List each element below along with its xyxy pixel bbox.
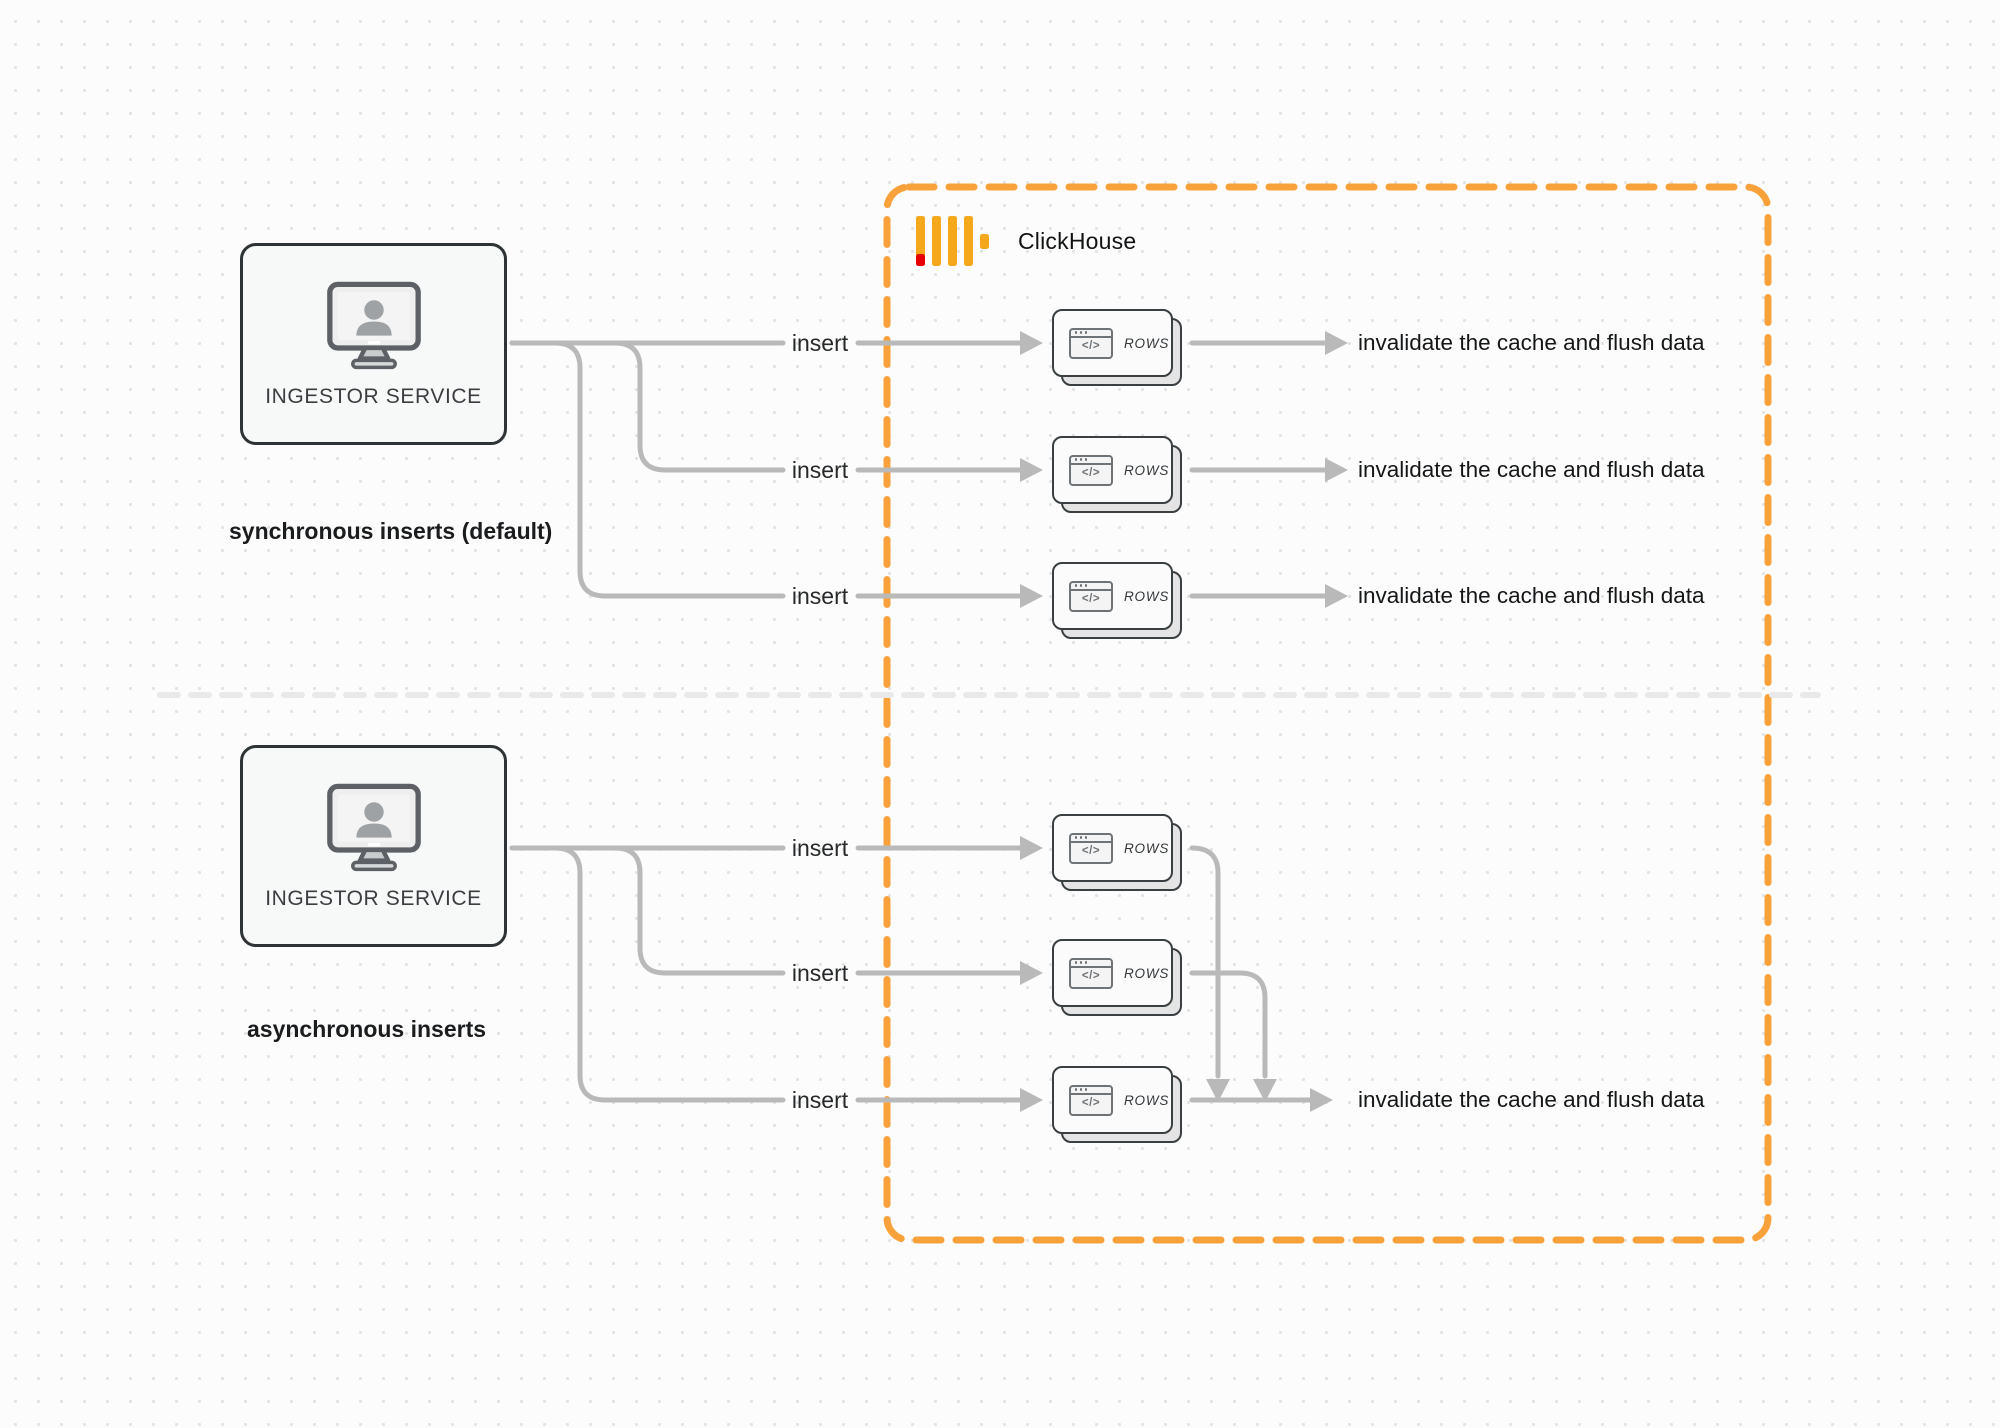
insert-label: insert (791, 835, 849, 861)
sync-row2-line-left (509, 340, 786, 473)
arrowhead-async-merge-1 (1206, 1079, 1230, 1102)
rows-card-front: </> ROWS (1052, 814, 1173, 882)
code-window-icon: </> (1069, 832, 1113, 864)
rows-card-label: ROWS (1124, 1092, 1170, 1108)
ingestor-service-box-sync: INGESTOR SERVICE (240, 243, 507, 445)
insert-label: insert (791, 457, 849, 483)
rows-card: </> ROWS (1052, 939, 1182, 1016)
arrowhead-sync-row2-in (1020, 458, 1043, 482)
result-label: invalidate the cache and flush data (1358, 457, 1705, 482)
arrowhead-async-row2-in (1020, 961, 1043, 985)
arrowhead-sync-row1-in (1020, 331, 1043, 355)
result-label: invalidate the cache and flush data (1358, 330, 1705, 355)
arrowhead-sync-row1-out (1325, 331, 1348, 355)
connector-lines (509, 340, 1328, 1103)
arrowhead-sync-row3-out (1325, 584, 1348, 608)
ingestor-service-label: INGESTOR SERVICE (265, 887, 482, 910)
rows-card-label: ROWS (1124, 335, 1170, 351)
rows-card-label: ROWS (1124, 462, 1170, 478)
arrowhead-sync-row3-in (1020, 584, 1043, 608)
clickhouse-label: ClickHouse (1018, 227, 1137, 254)
insert-label: insert (791, 960, 849, 986)
code-window-icon: </> (1069, 454, 1113, 486)
rows-card-label: ROWS (1124, 588, 1170, 604)
clickhouse-logo-icon (916, 216, 989, 266)
async-row3-line-left (509, 845, 786, 1103)
async-card1-merge-line (1189, 845, 1221, 1079)
arrowhead-async-row1-in (1020, 836, 1043, 860)
rows-card: </> ROWS (1052, 1066, 1182, 1143)
async-section-title: asynchronous inserts (247, 1016, 487, 1042)
ingestor-service-box-async: INGESTOR SERVICE (240, 745, 507, 947)
result-label: invalidate the cache and flush data (1358, 1087, 1705, 1112)
rows-card: </> ROWS (1052, 309, 1182, 386)
rows-card: </> ROWS (1052, 562, 1182, 639)
result-label: invalidate the cache and flush data (1358, 583, 1705, 608)
sync-section-title: synchronous inserts (default) (229, 518, 553, 544)
rows-card-front: </> ROWS (1052, 1066, 1173, 1134)
monitor-user-icon (326, 281, 421, 370)
ingestor-service-label: INGESTOR SERVICE (265, 385, 482, 408)
code-window-icon: </> (1069, 327, 1113, 359)
clickhouse-header: ClickHouse (916, 214, 1136, 268)
async-row2-line-left (509, 845, 786, 976)
rows-card-label: ROWS (1124, 965, 1170, 981)
code-window-icon: </> (1069, 1084, 1113, 1116)
rows-card-front: </> ROWS (1052, 309, 1173, 377)
sync-row3-line-left (509, 340, 786, 599)
code-window-icon: </> (1069, 580, 1113, 612)
rows-card-front: </> ROWS (1052, 939, 1173, 1007)
async-card2-merge-line (1189, 970, 1268, 1079)
insert-label: insert (791, 330, 849, 356)
arrowhead-async-merge-2 (1253, 1079, 1277, 1102)
rows-card-front: </> ROWS (1052, 562, 1173, 630)
code-window-icon: </> (1069, 957, 1113, 989)
rows-card: </> ROWS (1052, 814, 1182, 891)
insert-label: insert (791, 583, 849, 609)
arrowhead-sync-row2-out (1325, 458, 1348, 482)
arrowhead-async-row3-in (1020, 1088, 1043, 1112)
rows-card: </> ROWS (1052, 436, 1182, 513)
insert-label: insert (791, 1087, 849, 1113)
arrowhead-async-out (1310, 1088, 1333, 1112)
monitor-user-icon (326, 783, 421, 872)
rows-card-label: ROWS (1124, 840, 1170, 856)
rows-card-front: </> ROWS (1052, 436, 1173, 504)
